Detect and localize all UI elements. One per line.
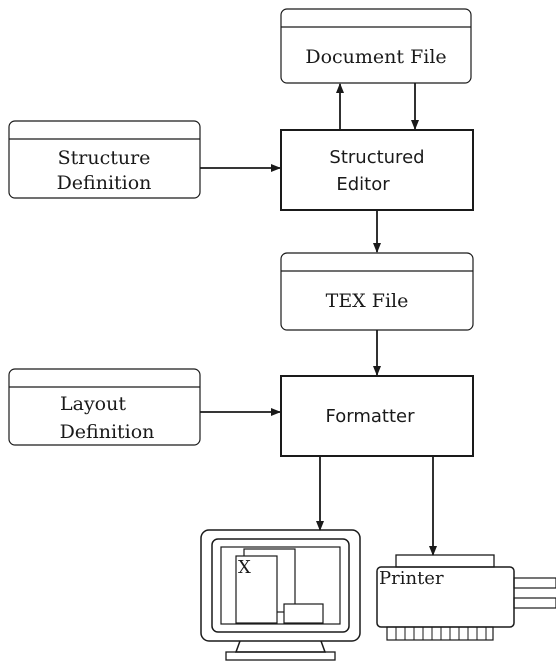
formatter-label: Formatter bbox=[326, 406, 416, 427]
tex-file-label: TEX File bbox=[326, 290, 409, 312]
structure-definition-line2: Definition bbox=[57, 172, 152, 194]
document-file-label: Document File bbox=[305, 46, 446, 68]
tex-file-box: TEX File bbox=[280, 252, 474, 331]
monitor-x-label: X bbox=[238, 557, 251, 578]
monitor-icon: X bbox=[200, 529, 361, 661]
structure-definition-box: Structure Definition bbox=[8, 120, 201, 199]
formatter-box: Formatter bbox=[280, 375, 474, 457]
layout-definition-line1: Layout bbox=[60, 393, 126, 415]
printer-label: Printer bbox=[379, 568, 444, 589]
layout-definition-line2: Definition bbox=[60, 421, 155, 443]
document-file-box: Document File bbox=[280, 8, 472, 84]
structure-definition-line1: Structure bbox=[58, 147, 151, 169]
structured-editor-line2: Editor bbox=[336, 174, 390, 195]
tex-file-suffix: File bbox=[366, 290, 409, 312]
layout-definition-box: Layout Definition bbox=[8, 368, 201, 446]
structured-editor-line1: Structured bbox=[329, 147, 424, 168]
structured-editor-box: Structured Editor bbox=[280, 129, 474, 211]
tex-logo: TEX bbox=[326, 290, 367, 312]
printer-icon: Printer bbox=[376, 554, 556, 641]
